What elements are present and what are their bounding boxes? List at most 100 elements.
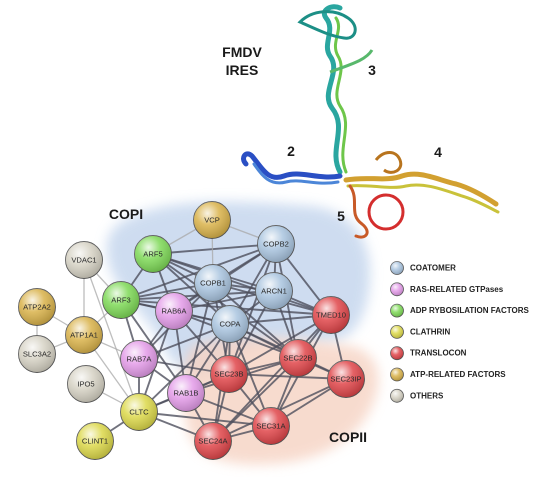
node-label: SEC23IP [330,375,361,384]
copii-label: COPII [329,429,367,445]
edge-arf5-tmed10 [152,253,332,316]
edge-cltc-vdac1 [83,259,140,413]
edge-copb2-sec23b [228,243,277,375]
legend-label: RAS-RELATED GTPases [410,285,504,294]
node-rab6a[interactable]: RAB6A [155,292,193,330]
node-shine [252,407,290,445]
node-label: ARCN1 [261,287,287,296]
node-shine [134,235,172,273]
node-copb1[interactable]: COPB1 [194,264,232,302]
legend-label: ADP RYBOSILATION FACTORS [410,306,529,315]
ires-domain-5-ring [367,193,405,231]
edge-sec31a-cltc [138,411,272,427]
legend-label: CLATHRIN [410,327,451,336]
node-label: COPB1 [200,279,226,288]
node-shine [67,365,105,403]
ires-domain-5-strand [348,184,369,239]
legend-swatch-shine [390,325,404,339]
node-copb2[interactable]: COPB2 [257,225,295,263]
legend-label: TRANSLOCON [410,349,467,358]
legend-swatch-shine [390,389,404,403]
ires-title-line1: FMDV [222,44,262,60]
node-atp1a1[interactable]: ATP1A1 [65,316,103,354]
node-label: IPO5 [77,380,94,389]
node-tmed10[interactable]: TMED10 [312,296,350,334]
ires-domain-label-3: 3 [368,62,376,78]
node-shine [76,422,114,460]
node-shine [193,201,231,239]
node-arf3[interactable]: ARF3 [102,281,140,319]
node-atp2a2[interactable]: ATP2A2 [18,288,56,326]
ires-domain-4-strand [343,171,499,207]
legend-item-adp: ADP RYBOSILATION FACTORS [390,303,529,318]
node-label: CLTC [129,408,149,417]
copi-label: COPI [109,206,143,222]
node-shine [155,292,193,330]
node-label: VCP [204,216,220,225]
legend-swatch-shine [390,304,404,318]
node-shine [327,360,365,398]
node-label: ATP1A1 [70,331,98,340]
node-label: ARF5 [143,250,162,259]
node-rab7a[interactable]: RAB7A [120,340,158,378]
node-shine [18,288,56,326]
legend-swatch-shine [390,346,404,360]
legend-label: OTHERS [410,391,444,400]
node-copa[interactable]: COPA [211,305,249,343]
node-arf5[interactable]: ARF5 [134,235,172,273]
node-label: RAB1B [174,389,199,398]
node-arcn1[interactable]: ARCN1 [255,272,293,310]
legend-item-others: OTHERS [390,388,444,403]
node-shine [120,340,158,378]
legend-item-atp: ATP-RELATED FACTORS [390,367,506,382]
node-label: RAB7A [127,355,153,364]
node-shine [211,305,249,343]
node-shine [65,316,103,354]
node-label: SEC22B [283,354,312,363]
node-label: TMED10 [316,311,346,320]
edge-tmed10-sec24a [212,314,332,442]
legend-label: COATOMER [410,264,456,273]
ires-domain-2-strand-b [252,162,340,185]
ires-domain-4-loop [374,151,403,174]
node-shine [210,355,248,393]
node-label: ARF3 [111,296,130,305]
node-sec23ip[interactable]: SEC23IP [327,360,365,398]
node-shine [257,225,295,263]
node-label: COPA [220,320,242,329]
legend-item-ras: RAS-RELATED GTPases [390,282,504,297]
ires-structure: FMDV IRES 2 3 4 5 [222,4,500,239]
node-label: CLINT1 [82,437,108,446]
node-sec31a[interactable]: SEC31A [252,407,290,445]
node-sec23b[interactable]: SEC23B [210,355,248,393]
node-shine [255,272,293,310]
node-label: COPB2 [263,240,289,249]
node-label: SEC23B [214,370,243,379]
node-shine [120,393,158,431]
ires-domain-2-strand [241,151,343,180]
legend-label: ATP-RELATED FACTORS [410,370,506,379]
node-cltc[interactable]: CLTC [120,393,158,431]
node-slc3a2[interactable]: SLC3A2 [18,335,56,373]
node-shine [65,241,103,279]
node-sec24a[interactable]: SEC24A [194,422,232,460]
edge-sec22b-sec24a [212,357,299,442]
ires-domain-3-branch [329,49,374,74]
legend-item-clathrin: CLATHRIN [390,324,451,339]
node-vdac1[interactable]: VDAC1 [65,241,103,279]
node-label: SEC24A [198,437,228,446]
node-sec22b[interactable]: SEC22B [279,339,317,377]
node-label: VDAC1 [71,256,96,265]
node-shine [102,281,140,319]
node-shine [167,374,205,412]
node-shine [279,339,317,377]
node-vcp[interactable]: VCP [193,201,231,239]
node-ipo5[interactable]: IPO5 [67,365,105,403]
node-label: RAB6A [162,307,188,316]
node-clint1[interactable]: CLINT1 [76,422,114,460]
node-rab1b[interactable]: RAB1B [167,374,205,412]
ires-title-line2: IRES [226,62,259,78]
